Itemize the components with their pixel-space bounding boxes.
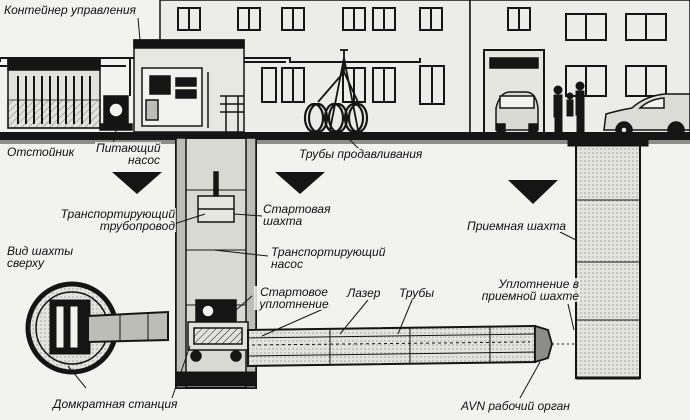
label-receiving-seal: Уплотнение в приемной шахте [474,278,580,302]
label-top-view-line1: Вид шахты [7,244,74,258]
label-start-seal-line2: уплотнение [259,297,329,311]
ground-surface [0,132,690,144]
jack-station-equipment [187,299,249,362]
pedestrians [553,81,585,136]
label-start-seal: Стартовое уплотнение [254,286,334,310]
label-start-shaft-line1: Стартовая [263,202,331,216]
receiving-shaft [567,137,649,380]
label-jacking-pipes: Трубы продавливания [298,147,424,161]
leader-lines [67,17,577,399]
jacking-pipe-rings [303,102,369,134]
direction-arrows [112,172,558,204]
control-container [133,39,245,133]
pipe-crane [317,49,359,131]
transport-pipeline-unit [197,171,235,223]
label-avn-cutter: AVN рабочий орган [460,399,571,413]
label-laser: Лазер [346,286,382,300]
label-top-view: Вид шахты сверху [6,244,75,270]
avn-cutter-head [534,324,580,364]
label-transport-pump-line1: Транспортирующий [271,245,386,259]
label-control-container: Контейнер управления [3,3,137,17]
label-feed-pump: Питающий насос [95,142,161,166]
label-start-shaft-line2: шахта [263,214,303,228]
label-jack-station: Домкратная станция [52,397,179,411]
label-feed-pump-line2: насос [128,153,160,167]
label-receiving-seal-line2: приемной шахте [481,289,579,303]
label-transport-pipeline-line1: Транспортирующий [60,207,175,221]
label-receiving-shaft: Приемная шахта [466,219,567,233]
label-transport-pump: Транспортирующий насос [270,245,387,271]
car-front [495,91,539,135]
label-top-view-line2: сверху [7,256,44,270]
label-receiving-seal-line1: Уплотнение в [498,277,579,291]
label-settling-tank: Отстойник [6,145,76,159]
label-pipes: Трубы [398,286,436,300]
feed-pump [99,95,133,131]
label-transport-pipeline: Транспортирующий трубопровод [40,208,176,232]
label-start-shaft: Стартовая шахта [262,203,332,227]
shaft-top-view [25,281,169,375]
settling-tank [7,57,101,129]
label-feed-pump-line1: Питающий [96,141,161,155]
label-transport-pump-line2: насос [271,257,303,271]
tunnel-pipe [247,324,536,368]
label-transport-pipeline-line2: трубопровод [99,219,175,233]
label-start-seal-line1: Стартовое [260,285,328,299]
